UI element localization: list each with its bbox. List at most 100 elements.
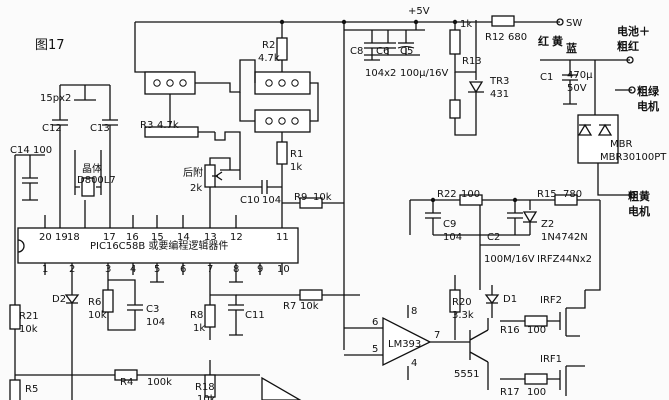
r20-value: 3.3k (452, 310, 474, 321)
op-pin-6: 6 (372, 317, 378, 328)
ic-pin-19: 19 (55, 232, 68, 243)
r21-label: R21 (19, 311, 39, 322)
out-motor2: 电机 (628, 204, 650, 218)
tr3-value: 431 (490, 89, 509, 100)
wire-red: 红 (538, 34, 549, 48)
r12 (491, 15, 515, 27)
r22-label: R22 (437, 189, 457, 200)
t5551 (469, 329, 489, 363)
d1-label: D1 (503, 294, 517, 305)
gnd-6 (229, 275, 243, 336)
lm393 (382, 316, 432, 367)
c3 (107, 279, 143, 331)
ic-pin-2: 2 (69, 264, 75, 275)
op-pin-4: 4 (411, 358, 417, 369)
ic-pin-8: 8 (233, 264, 239, 275)
c14-value: 100 (33, 145, 52, 156)
irfz-label: IRFZ44Nx2 (537, 254, 592, 265)
c13 (102, 85, 118, 195)
c5-label: C5 (400, 46, 413, 57)
tr3-label: TR3 (489, 76, 509, 87)
c14-label: C14 (10, 145, 30, 156)
r15-label: R15 (537, 189, 557, 200)
ic-pic16c58b (17, 227, 299, 264)
out-green-thick: 粗绿 (637, 84, 660, 98)
r22-value: 100 (461, 189, 480, 200)
r2-value: 4.7k (258, 53, 280, 64)
c11-label: C11 (245, 310, 265, 321)
r18-label: R18 (195, 382, 215, 393)
r5-label: R5 (25, 384, 38, 395)
ic-pin-5: 5 (154, 264, 160, 275)
r13-label: R13 (462, 56, 482, 67)
r6-value: 10k (88, 310, 107, 321)
c1-value1: 470μ (567, 70, 593, 81)
d2 (64, 290, 80, 400)
c14 (15, 154, 45, 195)
ic-pin-10: 10 (277, 264, 290, 275)
c5-value: 100μ/16V (400, 68, 449, 79)
cap-bank (364, 22, 420, 56)
mbr-value: MBR30100PT (600, 152, 667, 163)
r15 (554, 194, 578, 206)
c2-label: C2 (487, 232, 500, 243)
r20-label: R20 (452, 297, 472, 308)
c12-value: 15px2 (40, 93, 71, 104)
irf2-label: IRF2 (540, 295, 562, 306)
gnd (74, 85, 96, 101)
c2 (507, 200, 523, 235)
figure-label: 图17 (35, 38, 65, 53)
r1-label: R1 (290, 149, 303, 160)
r16-value: 100 (527, 325, 546, 336)
opamp-lower (261, 376, 302, 400)
c8-label: C8 (350, 46, 363, 57)
r15-value: 780 (563, 189, 582, 200)
ic-name: PIC16C58B 或要编程逻辑器件 (90, 239, 228, 252)
mbr-label: MBR (610, 139, 632, 150)
c12-label: C12 (42, 123, 62, 134)
ic-pin-17: 17 (103, 232, 116, 243)
out-motor1: 电机 (637, 99, 659, 113)
ic-pin-14: 14 (177, 232, 190, 243)
ic-bottom-pins: 1 2 3 4 5 6 7 8 9 10 (42, 264, 290, 275)
ic-pin-3: 3 (105, 264, 111, 275)
r21-value: 10k (19, 324, 38, 335)
irf1-label: IRF1 (540, 354, 562, 365)
crystal-label: 晶体 (82, 163, 102, 175)
r12-label: R12 (485, 32, 505, 43)
gnd-1 (364, 55, 380, 61)
r3-value: 4.7k (157, 120, 179, 131)
d1 (484, 285, 500, 318)
c12 (52, 85, 68, 195)
gnd-4 (22, 195, 38, 201)
ic-top-pins: 20 19 18 17 16 15 14 13 12 11 (39, 232, 289, 243)
r22 (459, 194, 483, 206)
c13-label: C13 (90, 123, 110, 134)
c10-value: 104 (262, 195, 281, 206)
ic-pin-12: 12 (230, 232, 243, 243)
pot-value: 2k (190, 183, 202, 194)
r9-label: R9 (294, 192, 307, 203)
r18 (204, 374, 216, 398)
r2-label: R2 (262, 40, 275, 51)
wire-yellow: 黄 (552, 34, 563, 48)
c1 (562, 60, 578, 100)
ic-pin-9: 9 (257, 264, 263, 275)
c9-value: 104 (443, 232, 462, 243)
ic-pin-16: 16 (126, 232, 139, 243)
r18-value: 10k (197, 394, 216, 400)
ic-pin-13: 13 (204, 232, 217, 243)
crystal-value: D800L7 (77, 175, 116, 186)
z2 (522, 200, 538, 235)
c10-label: C10 (240, 195, 260, 206)
ic-pin-11: 11 (276, 232, 289, 243)
r8-label: R8 (190, 310, 203, 321)
t5551-label: 5551 (454, 369, 479, 380)
pot-label: 后附 (183, 166, 203, 179)
r9-value: 10k (313, 192, 332, 203)
z2-label: Z2 (541, 219, 554, 230)
supply-5v: +5V (408, 6, 430, 17)
r12-value: 680 (508, 32, 527, 43)
ic-pin-15: 15 (151, 232, 164, 243)
